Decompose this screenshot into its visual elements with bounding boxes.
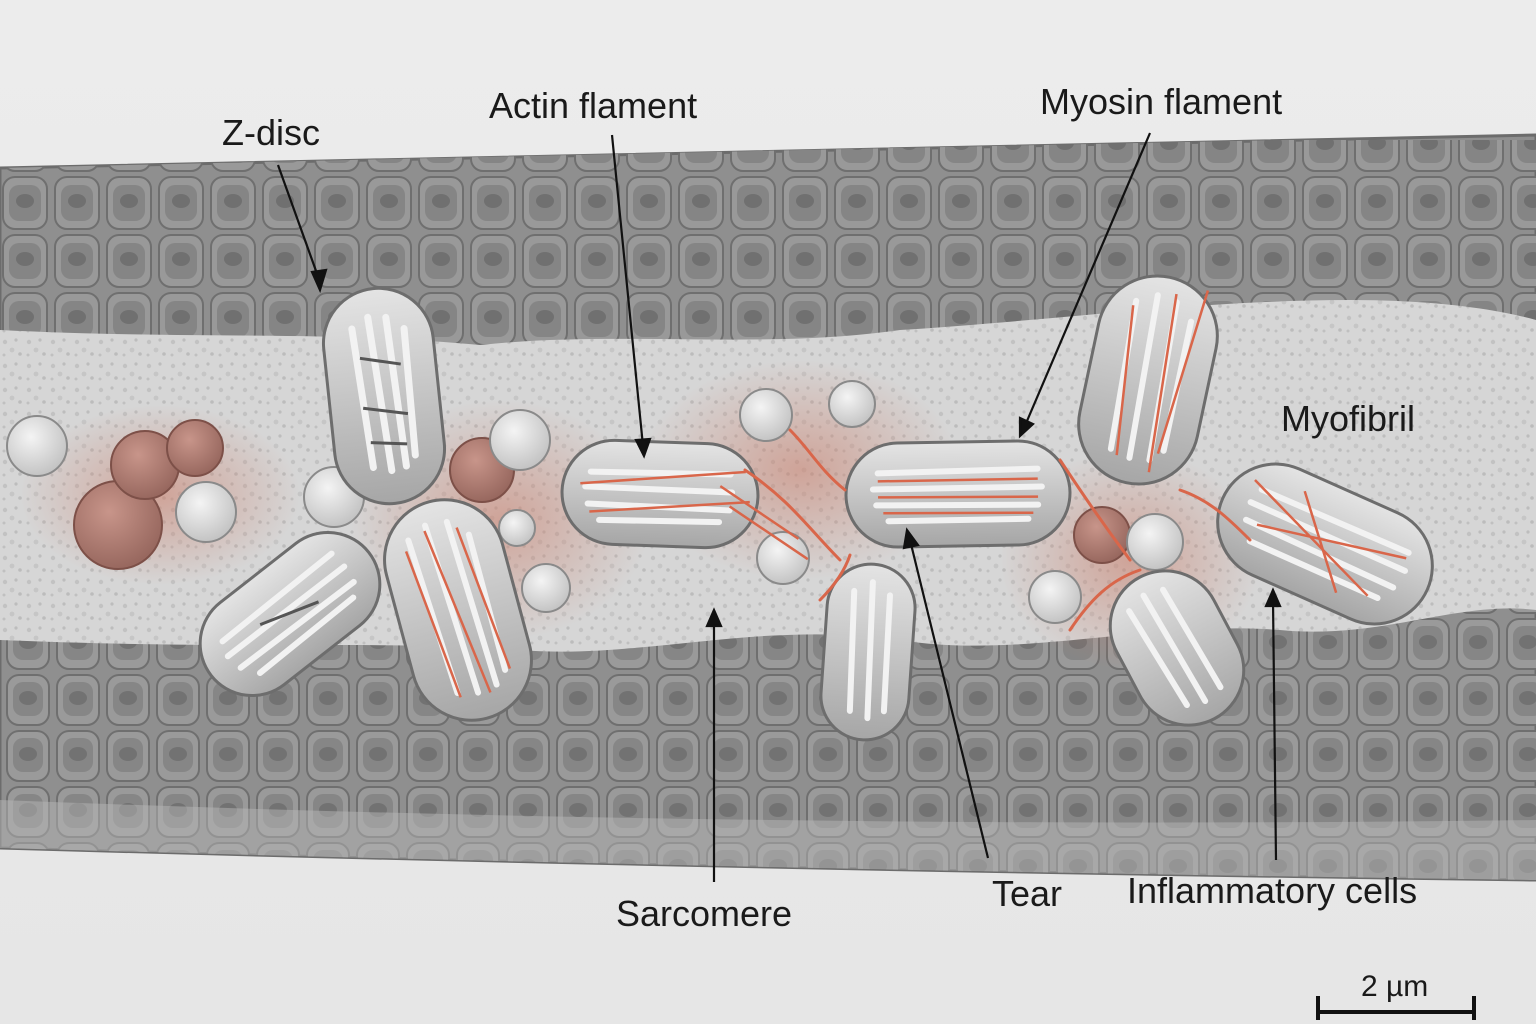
tear-leader — [908, 539, 990, 859]
inflammatory-leader — [1271, 599, 1278, 861]
sarcomere-label: Sarcomere — [616, 893, 793, 934]
z-disc-label: Z-disc — [222, 112, 320, 153]
myofibril-label: Myofibril — [1281, 398, 1416, 439]
myosin-leader — [1022, 132, 1152, 429]
inflammatory-cells-group — [6, 380, 1184, 624]
myosin-filament-label: Myosin flament — [1040, 81, 1283, 122]
leader-lines — [276, 132, 1282, 882]
actin-filament-label: Actin flament — [489, 85, 698, 126]
inflammatory-cells-label: Inflammatory cells — [1127, 870, 1418, 911]
red-cell — [166, 419, 224, 477]
red-cell — [1073, 506, 1131, 564]
tear-label: Tear — [992, 873, 1063, 914]
scale-bar-label: 2 µm — [1361, 970, 1429, 1003]
myofibril-capsules — [198, 274, 1434, 742]
z-disc-leader — [276, 164, 322, 283]
scale-bar — [1316, 996, 1476, 1020]
actin-leader — [610, 134, 645, 447]
